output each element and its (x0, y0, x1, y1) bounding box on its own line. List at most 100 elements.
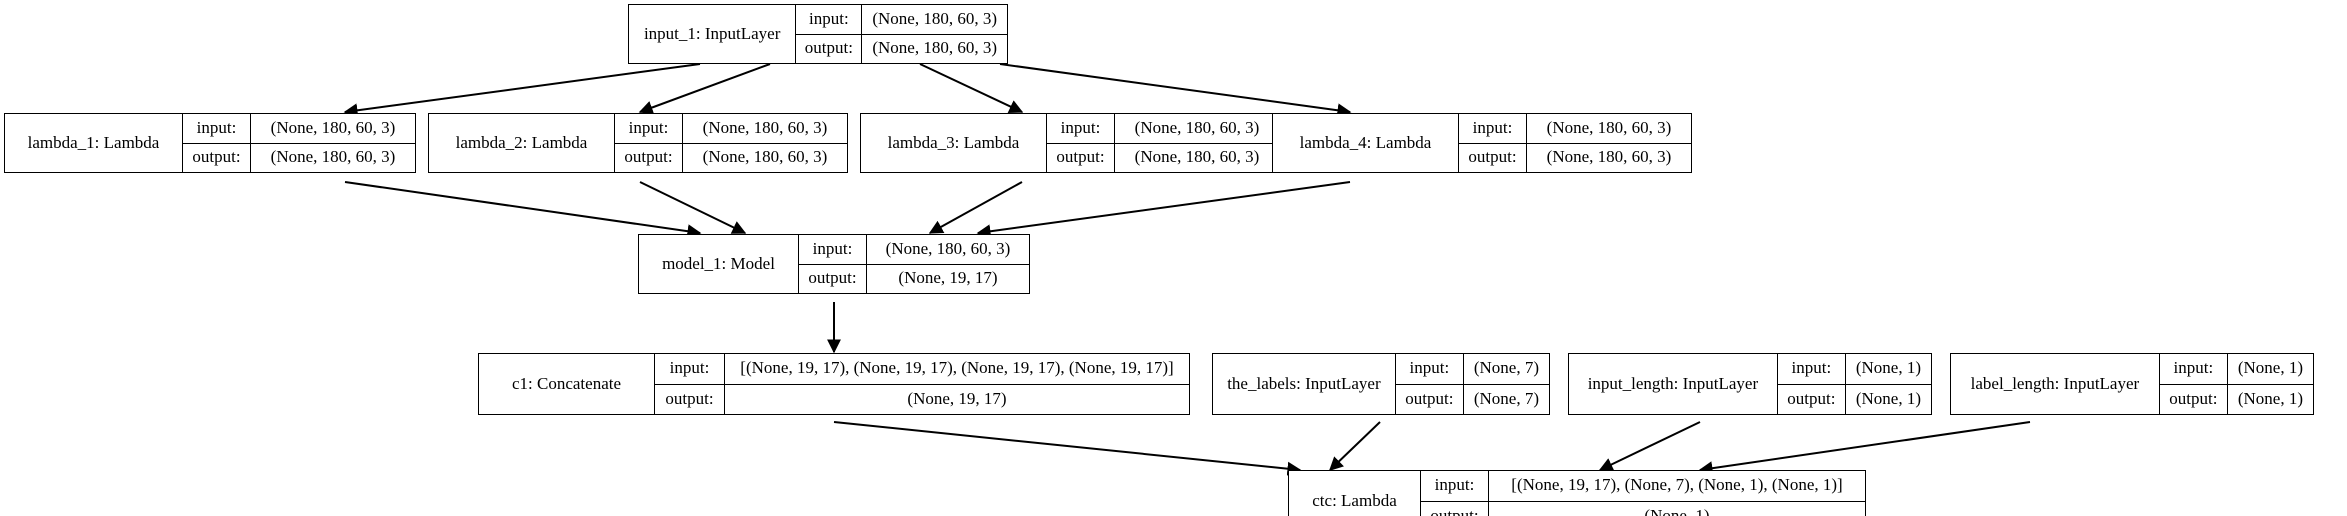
node-c1-name: c1: Concatenate (479, 354, 655, 414)
node-lambda-2-io: input: (None, 180, 60, 3) output: (None,… (615, 114, 847, 172)
node-ctc-input-label: input: (1421, 471, 1489, 501)
node-lambda-2-name: lambda_2: Lambda (429, 114, 615, 172)
node-lambda-4-io: input: (None, 180, 60, 3) output: (None,… (1459, 114, 1691, 172)
node-input-length-output-label: output: (1778, 384, 1846, 414)
node-lambda-3-input-row: input: (None, 180, 60, 3) (1047, 114, 1279, 144)
node-ctc-output-row: output: (None, 1) (1421, 501, 1865, 516)
node-the-labels-name: the_labels: InputLayer (1213, 354, 1396, 414)
node-the-labels-output-shape: (None, 7) (1473, 388, 1539, 408)
node-ctc-input-shape: [(None, 19, 17), (None, 7), (None, 1), (… (1511, 475, 1843, 495)
node-c1-concatenate[interactable]: c1: Concatenate input: [(None, 19, 17), … (478, 353, 1190, 415)
node-lambda-4-input-label: input: (1459, 114, 1527, 143)
edge-thelabels-ctc (1328, 421, 1381, 471)
node-lambda-4[interactable]: lambda_4: Lambda input: (None, 180, 60, … (1272, 113, 1692, 173)
edge-lambda3-model1 (928, 181, 1023, 234)
node-model-1-input-shape: (None, 180, 60, 3) (885, 238, 1011, 258)
node-model-1[interactable]: model_1: Model input: (None, 180, 60, 3)… (638, 234, 1030, 294)
node-lambda-1[interactable]: lambda_1: Lambda input: (None, 180, 60, … (4, 113, 416, 173)
node-lambda-3-input-label: input: (1047, 114, 1115, 143)
edge-lambda4-model1 (976, 181, 1351, 239)
node-label-length-io: input: (None, 1) output: (None, 1) (2159, 354, 2313, 414)
edge-lambda1-model1 (344, 181, 702, 239)
node-lambda-4-output-shape: (None, 180, 60, 3) (1546, 147, 1672, 167)
node-ctc-output-label: output: (1421, 501, 1489, 516)
node-c1-input-row: input: [(None, 19, 17), (None, 19, 17), … (655, 354, 1189, 385)
node-ctc-lambda[interactable]: ctc: Lambda input: [(None, 19, 17), (Non… (1288, 470, 1866, 516)
node-lambda-1-input-shape: (None, 180, 60, 3) (270, 117, 396, 137)
node-lambda-1-input-label: input: (183, 114, 251, 143)
node-lambda-2-input-label: input: (615, 114, 683, 143)
node-input-length-io: input: (None, 1) output: (None, 1) (1777, 354, 1931, 414)
edge-input1-lambda2 (638, 63, 771, 115)
node-label-length[interactable]: label_length: InputLayer input: (None, 1… (1950, 353, 2314, 415)
node-label-length-output-label: output: (2160, 384, 2228, 414)
node-c1-output-row: output: (None, 19, 17) (655, 384, 1189, 414)
node-lambda-2-input-row: input: (None, 180, 60, 3) (615, 114, 847, 144)
node-c1-io: input: [(None, 19, 17), (None, 19, 17), … (655, 354, 1189, 414)
node-ctc-input-row: input: [(None, 19, 17), (None, 7), (None… (1421, 471, 1865, 502)
node-lambda-1-name: lambda_1: Lambda (5, 114, 183, 172)
node-model-1-name: model_1: Model (639, 235, 799, 293)
node-model-1-output-label: output: (799, 264, 867, 293)
node-input-length-output-shape: (None, 1) (1855, 388, 1921, 408)
node-lambda-3-output-label: output: (1047, 143, 1115, 172)
node-lambda-1-output-shape: (None, 180, 60, 3) (270, 147, 396, 167)
edge-lambda2-model1 (639, 181, 747, 234)
node-lambda-3-name: lambda_3: Lambda (861, 114, 1047, 172)
node-the-labels-output-label: output: (1396, 384, 1464, 414)
node-label-length-name: label_length: InputLayer (1951, 354, 2160, 414)
node-input-length-input-row: input: (None, 1) (1777, 354, 1931, 385)
node-model-1-io: input: (None, 180, 60, 3) output: (None,… (799, 235, 1029, 293)
node-input-1-io: input: (None, 180, 60, 3) output: (None,… (796, 5, 1007, 63)
node-lambda-3-output-row: output: (None, 180, 60, 3) (1047, 143, 1279, 172)
node-lambda-2[interactable]: lambda_2: Lambda input: (None, 180, 60, … (428, 113, 848, 173)
node-lambda-2-output-shape: (None, 180, 60, 3) (702, 147, 828, 167)
node-lambda-1-input-row: input: (None, 180, 60, 3) (183, 114, 415, 144)
node-ctc-io: input: [(None, 19, 17), (None, 7), (None… (1421, 471, 1865, 516)
node-the-labels[interactable]: the_labels: InputLayer input: (None, 7) … (1212, 353, 1550, 415)
node-label-length-output-shape: (None, 1) (2237, 388, 2303, 408)
node-input-length-input-label: input: (1778, 354, 1846, 384)
node-input-1-output-label: output: (796, 34, 863, 63)
node-input-length[interactable]: input_length: InputLayer input: (None, 1… (1568, 353, 1932, 415)
node-lambda-3[interactable]: lambda_3: Lambda input: (None, 180, 60, … (860, 113, 1280, 173)
node-input-1[interactable]: input_1: InputLayer input: (None, 180, 6… (628, 4, 1008, 64)
node-input-length-input-shape: (None, 1) (1855, 358, 1921, 378)
node-input-1-output-row: output: (None, 180, 60, 3) (796, 34, 1007, 63)
node-input-1-input-row: input: (None, 180, 60, 3) (796, 5, 1007, 35)
edge-input1-lambda1 (343, 63, 701, 118)
node-lambda-4-output-label: output: (1459, 143, 1527, 172)
node-lambda-3-output-shape: (None, 180, 60, 3) (1134, 147, 1260, 167)
edge-labellength-ctc (1698, 421, 2031, 476)
node-ctc-output-shape: (None, 1) (1644, 505, 1710, 516)
edge-input1-lambda3 (919, 63, 1024, 113)
edge-input1-lambda4 (999, 63, 1352, 118)
node-model-1-output-row: output: (None, 19, 17) (799, 264, 1029, 293)
node-input-1-input-label: input: (796, 5, 863, 34)
node-the-labels-input-shape: (None, 7) (1473, 358, 1539, 378)
node-lambda-2-input-shape: (None, 180, 60, 3) (702, 117, 828, 137)
node-label-length-output-row: output: (None, 1) (2160, 384, 2313, 414)
node-lambda-4-name: lambda_4: Lambda (1273, 114, 1459, 172)
node-the-labels-io: input: (None, 7) output: (None, 7) (1395, 354, 1549, 414)
node-label-length-input-shape: (None, 1) (2237, 358, 2303, 378)
node-model-1-input-label: input: (799, 235, 867, 264)
node-input-length-output-row: output: (None, 1) (1778, 384, 1931, 414)
node-lambda-4-output-row: output: (None, 180, 60, 3) (1459, 143, 1691, 172)
node-label-length-input-row: input: (None, 1) (2159, 354, 2313, 385)
node-the-labels-output-row: output: (None, 7) (1396, 384, 1549, 414)
edge-c1-ctc (833, 421, 1302, 476)
node-lambda-4-input-shape: (None, 180, 60, 3) (1546, 117, 1672, 137)
node-lambda-3-io: input: (None, 180, 60, 3) output: (None,… (1047, 114, 1279, 172)
node-model-1-input-row: input: (None, 180, 60, 3) (799, 235, 1029, 265)
node-label-length-input-label: input: (2160, 354, 2228, 384)
node-the-labels-input-row: input: (None, 7) (1395, 354, 1549, 385)
node-input-1-input-shape: (None, 180, 60, 3) (872, 8, 997, 28)
node-model-1-output-shape: (None, 19, 17) (898, 268, 998, 288)
node-input-length-name: input_length: InputLayer (1569, 354, 1778, 414)
node-lambda-2-output-row: output: (None, 180, 60, 3) (615, 143, 847, 172)
node-c1-input-shape: [(None, 19, 17), (None, 19, 17), (None, … (740, 358, 1174, 378)
node-lambda-1-io: input: (None, 180, 60, 3) output: (None,… (183, 114, 415, 172)
node-lambda-1-output-label: output: (183, 143, 251, 172)
